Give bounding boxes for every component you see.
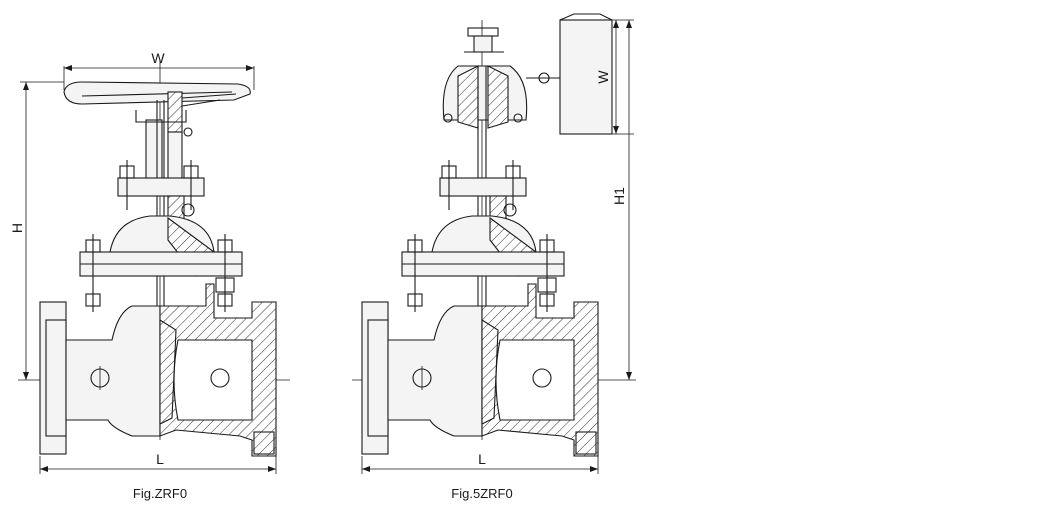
dimension-label-l-1: L <box>156 451 164 467</box>
dimension-l-fig2 <box>361 456 599 474</box>
top-handwheel <box>464 27 504 53</box>
dimension-label-l-2: L <box>478 451 486 467</box>
figure-caption-2: Fig.5ZRF0 <box>451 486 512 501</box>
valve-body-outside <box>39 301 161 455</box>
dimension-h1-fig2 <box>626 20 632 380</box>
valve-body-outside <box>361 301 483 455</box>
dimension-l-fig1 <box>39 456 277 474</box>
dimension-w-fig2 <box>612 19 634 135</box>
body-flange <box>79 234 243 312</box>
body-flange <box>401 234 565 312</box>
dimension-h-fig1 <box>20 81 64 380</box>
bonnet <box>431 160 537 277</box>
figure-handwheel-valve <box>18 60 290 474</box>
gear-box <box>442 13 613 135</box>
dimension-label-w-2: W <box>595 70 611 84</box>
handwheel <box>63 81 251 133</box>
dimension-label-w-1: W <box>151 50 165 66</box>
figure-caption-1: Fig.ZRF0 <box>133 486 187 501</box>
dimension-label-h1-2: H1 <box>611 187 627 205</box>
figure-gear-valve <box>352 13 636 474</box>
dimension-w-fig1 <box>63 65 255 90</box>
valve-body-section <box>481 283 599 457</box>
valve-body-section <box>159 283 277 457</box>
dimension-label-h-1: H <box>9 223 25 233</box>
